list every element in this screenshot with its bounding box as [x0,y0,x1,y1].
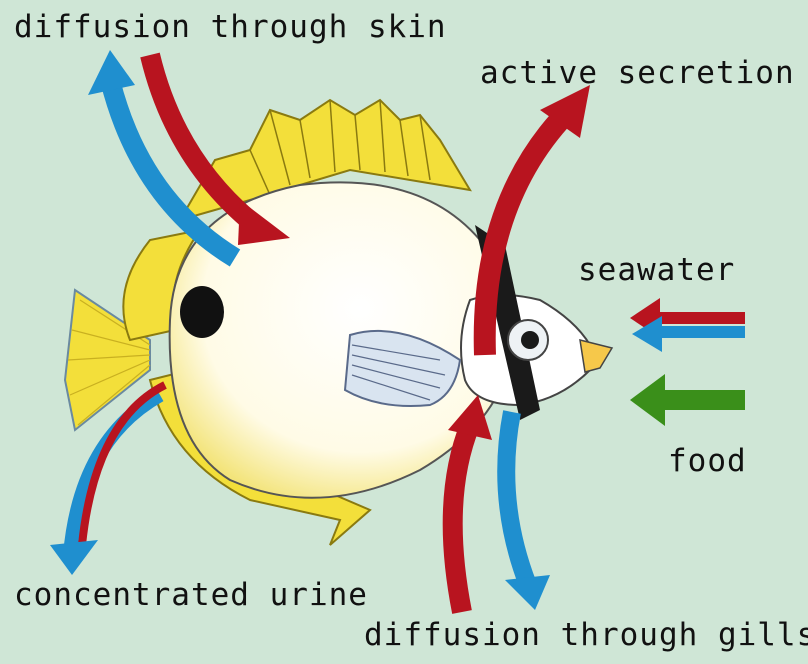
gills-blue-arrowhead [505,575,550,610]
label-food: food [668,446,747,477]
label-diffusion-through-skin: diffusion through skin [14,12,447,43]
label-seawater: seawater [578,255,735,286]
snout [580,340,612,372]
label-diffusion-through-gills: diffusion through gills [364,620,808,651]
label-active-secretion: active secretion [480,58,795,89]
food-green-arrowhead [630,374,665,426]
eyespot [180,286,224,338]
label-concentrated-urine: concentrated urine [14,580,368,611]
gills-red-arrow [453,425,470,612]
eye-pupil [521,331,539,349]
urine-arrowhead [50,540,98,575]
gills-blue-arrow [506,412,528,585]
skin-diffusion-blue-arrowhead [88,50,135,95]
